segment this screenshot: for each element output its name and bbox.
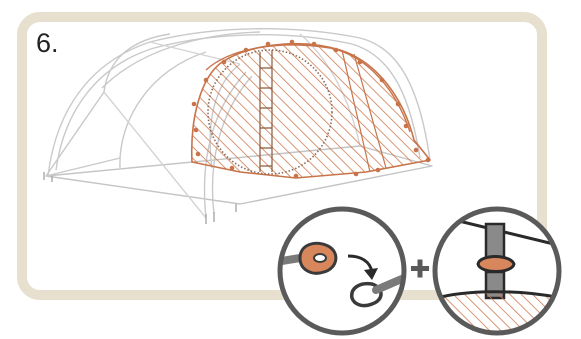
buckle-strap-icon — [430, 209, 570, 339]
step-number: 6. — [36, 28, 59, 59]
toggle-hook-loop-icon — [276, 209, 404, 333]
